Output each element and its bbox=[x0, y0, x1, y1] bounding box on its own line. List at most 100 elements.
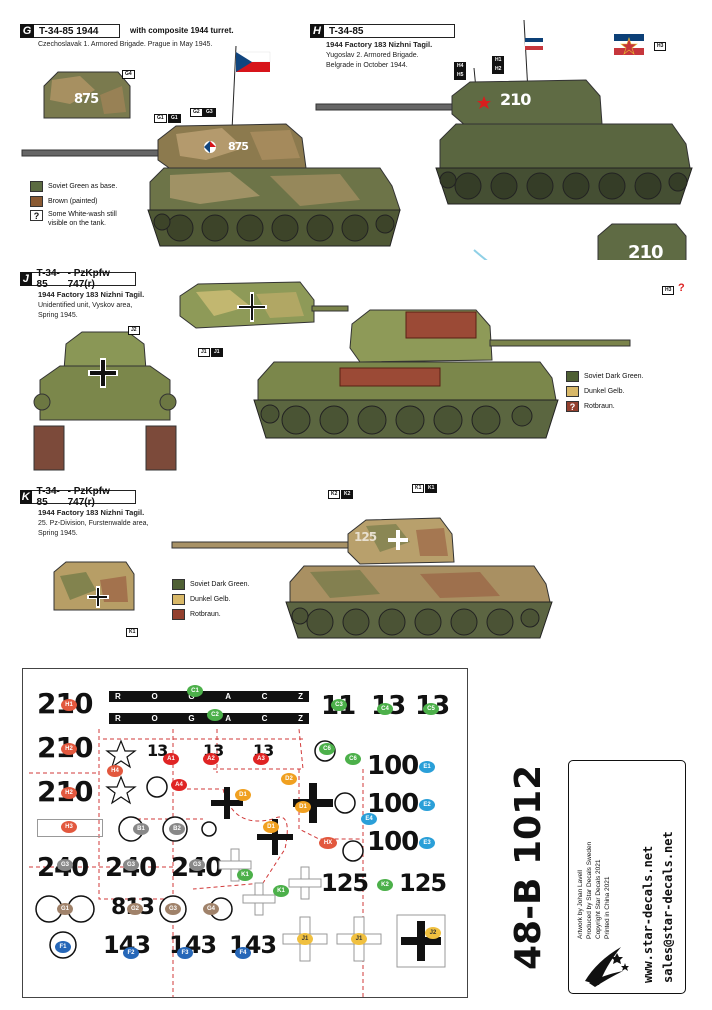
swatch bbox=[566, 386, 579, 397]
decal-label: C4 bbox=[377, 703, 393, 715]
variant-j-desc: 1944 Factory 183 Nizhni Tagil. Unidentif… bbox=[38, 290, 144, 321]
info-panel: Artwork by Johan Lavell Produced by Star… bbox=[568, 760, 686, 994]
decal-label: E3 bbox=[419, 837, 435, 849]
variant-g-legend: Soviet Green as base. Brown (painted) ?S… bbox=[30, 180, 140, 242]
decal-label: D1 bbox=[235, 789, 251, 801]
decal-ref: H2 bbox=[492, 65, 505, 74]
legend-item: Dunkel Gelb. bbox=[172, 593, 282, 606]
tank-g-turret-number: 875 bbox=[74, 92, 99, 107]
decal-ref: H3 bbox=[654, 42, 667, 51]
decal-label: A4 bbox=[171, 779, 187, 791]
swatch bbox=[30, 181, 43, 192]
variant-j-illustrations bbox=[33, 281, 631, 471]
decal-ref: J1 bbox=[198, 348, 210, 357]
decal-ref: K2 bbox=[328, 490, 341, 499]
variant-title-suffix: - PzKpfw 747(r) bbox=[67, 268, 110, 290]
website-link[interactable]: www.star-decals.net bbox=[641, 845, 655, 983]
decal-label: E1 bbox=[419, 761, 435, 773]
strip-letter: A bbox=[225, 714, 231, 723]
decal-label: E4 bbox=[361, 813, 377, 825]
variant-title-text: T-34-85 bbox=[36, 268, 60, 290]
tank-j-turret-top bbox=[179, 281, 349, 329]
swatch bbox=[172, 609, 185, 620]
legend-item: Soviet Green as base. bbox=[30, 180, 140, 193]
decal-label: G4 bbox=[203, 903, 219, 915]
legend-item: ?Rotbraun. bbox=[566, 400, 676, 413]
star-decals-logo bbox=[585, 947, 629, 987]
yugoslav-flag-small bbox=[525, 38, 543, 50]
tank-j-front bbox=[33, 331, 177, 471]
decal-label: K1 bbox=[273, 885, 289, 897]
product-code: 48-B 1012 bbox=[508, 764, 549, 970]
desc-line: Spring 1945. bbox=[38, 530, 78, 537]
legend-label: Rotbraun. bbox=[190, 611, 221, 618]
desc-line: 25. Pz-Division, Furstenwalde area, bbox=[38, 520, 149, 527]
credit-line: Produced by Star Decals Sweden bbox=[586, 841, 593, 939]
tank-k-side bbox=[171, 517, 553, 639]
desc-line: 1944 Factory 183 Nizhni Tagil. bbox=[326, 40, 433, 49]
decal-label: H4 bbox=[107, 765, 123, 777]
decal-ref: J1 bbox=[211, 348, 223, 357]
decal-label: A2 bbox=[203, 753, 219, 765]
decal-ref: H3 bbox=[662, 286, 675, 295]
decal-label: D1 bbox=[263, 821, 279, 833]
desc-line: Unidentified unit, Vyskov area, bbox=[38, 302, 133, 309]
decal-label: D1 bbox=[295, 801, 311, 813]
tank-h-side bbox=[315, 79, 693, 205]
czech-flag bbox=[235, 51, 271, 72]
variant-title-text: T-34-85 bbox=[36, 486, 60, 508]
strip-letter: G bbox=[188, 714, 195, 723]
tank-g-side-number: 875 bbox=[228, 140, 249, 153]
variant-title-text: T-34-85 1944 bbox=[39, 25, 99, 37]
desc-line: Belgrade in October 1944. bbox=[326, 62, 408, 69]
question-icon: ? bbox=[30, 210, 43, 221]
variant-j-legend: Soviet Dark Green. Dunkel Gelb. ?Rotbrau… bbox=[566, 370, 676, 415]
decal-label: A1 bbox=[163, 753, 179, 765]
decal-number: 125 bbox=[321, 869, 369, 897]
credit-line: Copyright Star Decals 2021 bbox=[595, 859, 602, 940]
decal-label: J1 bbox=[297, 933, 313, 945]
strip-letter: C bbox=[261, 714, 268, 723]
variant-h-title: H T-34-85 bbox=[310, 23, 455, 38]
decal-ref: K2 bbox=[341, 490, 354, 499]
decal-label: HX bbox=[319, 837, 337, 849]
legend-label: Soviet Dark Green. bbox=[584, 373, 644, 380]
legend-label: Brown (painted) bbox=[48, 198, 98, 205]
credit-line: Artwork by Johan Lavell bbox=[577, 869, 584, 939]
variant-j-title: J T-34-85 - PzKpfw 747(r) bbox=[20, 268, 136, 290]
decal-label: F3 bbox=[177, 947, 193, 959]
swatch bbox=[172, 579, 185, 590]
legend-item: Soviet Dark Green. bbox=[566, 370, 676, 383]
decal-number: 125 bbox=[399, 869, 447, 897]
decal-number: 100 bbox=[367, 789, 419, 819]
decal-number: 13 bbox=[147, 741, 168, 760]
email-link[interactable]: sales@star-decals.net bbox=[661, 831, 675, 983]
decal-label: C6 bbox=[345, 753, 361, 765]
decal-label: F2 bbox=[123, 947, 139, 959]
decal-label: E2 bbox=[419, 799, 435, 811]
tank-j-side bbox=[253, 309, 631, 439]
decal-label: C5 bbox=[423, 703, 439, 715]
variant-h-desc: 1944 Factory 183 Nizhni Tagil. Yugoslav … bbox=[326, 40, 432, 71]
variant-g-note: with composite 1944 turret. bbox=[130, 26, 234, 35]
swatch bbox=[566, 371, 579, 382]
tank-k-turret-top bbox=[53, 561, 135, 611]
decal-label: G3 bbox=[123, 859, 139, 871]
decal-label: D2 bbox=[281, 773, 297, 785]
variant-g-illustrations bbox=[21, 19, 693, 260]
decal-label: C6 bbox=[319, 743, 335, 755]
decal-ref: G1 bbox=[168, 114, 181, 123]
strip-letter: O bbox=[151, 714, 158, 723]
decal-ref: G3 bbox=[203, 108, 216, 117]
variant-k-legend: Soviet Dark Green. Dunkel Gelb. Rotbraun… bbox=[172, 578, 282, 623]
legend-item: ?Some White-wash still visible on the ta… bbox=[30, 210, 140, 240]
decal-ref: G1 bbox=[154, 114, 167, 123]
credit-line: Printed in China 2021 bbox=[604, 876, 611, 939]
decal-number: 100 bbox=[367, 751, 419, 781]
strip-letter: O bbox=[151, 692, 158, 701]
decal-label: K2 bbox=[377, 879, 393, 891]
swatch bbox=[172, 594, 185, 605]
variant-k-title: K T-34-85 - PzKpfw 747(r) bbox=[20, 486, 136, 508]
strip-letter: Z bbox=[298, 714, 303, 723]
emblem-icons bbox=[35, 740, 364, 959]
